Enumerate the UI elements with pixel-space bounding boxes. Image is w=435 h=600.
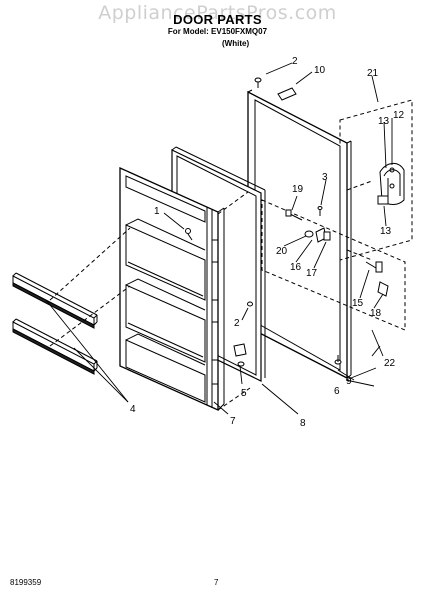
callout-19: 19 bbox=[292, 184, 304, 195]
model-line: For Model: EV150FXMQ07 bbox=[167, 27, 268, 36]
page-number: 7 bbox=[214, 578, 219, 587]
door-shelf-lower bbox=[12, 318, 98, 375]
callout-13-top: 13 bbox=[378, 116, 390, 127]
callout-15: 15 bbox=[352, 298, 364, 309]
callout-18: 18 bbox=[370, 308, 382, 319]
watermark: AppliancePartsPros.com bbox=[98, 2, 337, 24]
part-number: 8199359 bbox=[10, 578, 42, 587]
callout-8: 8 bbox=[300, 418, 306, 429]
callout-16: 16 bbox=[290, 262, 302, 273]
arrows bbox=[261, 345, 381, 415]
callout-1: 1 bbox=[154, 206, 160, 217]
color-label: (White) bbox=[222, 39, 250, 48]
callout-12: 12 bbox=[393, 110, 405, 121]
callout-2-bottom: 2 bbox=[234, 318, 240, 329]
door-shelf-upper bbox=[12, 272, 98, 329]
hinge-hardware bbox=[285, 209, 389, 297]
callout-10: 10 bbox=[314, 65, 326, 76]
inner-door-liner bbox=[119, 166, 225, 412]
callout-20: 20 bbox=[276, 246, 288, 257]
callout-labels: 1 2 2 3 4 5 6 7 8 9 10 12 13 13 15 16 17… bbox=[130, 56, 405, 429]
screws bbox=[185, 77, 342, 367]
callout-6: 6 bbox=[334, 386, 340, 397]
page-title: DOOR PARTS bbox=[173, 12, 262, 27]
callout-4: 4 bbox=[130, 404, 136, 415]
callout-22: 22 bbox=[384, 358, 396, 369]
callout-9: 9 bbox=[346, 376, 352, 387]
callout-17: 17 bbox=[306, 268, 318, 279]
callout-5: 5 bbox=[241, 388, 247, 399]
callout-3: 3 bbox=[322, 172, 328, 183]
leader-lines bbox=[45, 62, 393, 415]
assembly-lines bbox=[49, 99, 413, 411]
hinge-assembly bbox=[377, 163, 405, 205]
callout-7: 7 bbox=[230, 416, 236, 427]
callout-21: 21 bbox=[367, 68, 379, 79]
outer-door-panel bbox=[247, 89, 352, 380]
callout-13-bottom: 13 bbox=[380, 226, 392, 237]
callout-2-top: 2 bbox=[292, 56, 298, 67]
